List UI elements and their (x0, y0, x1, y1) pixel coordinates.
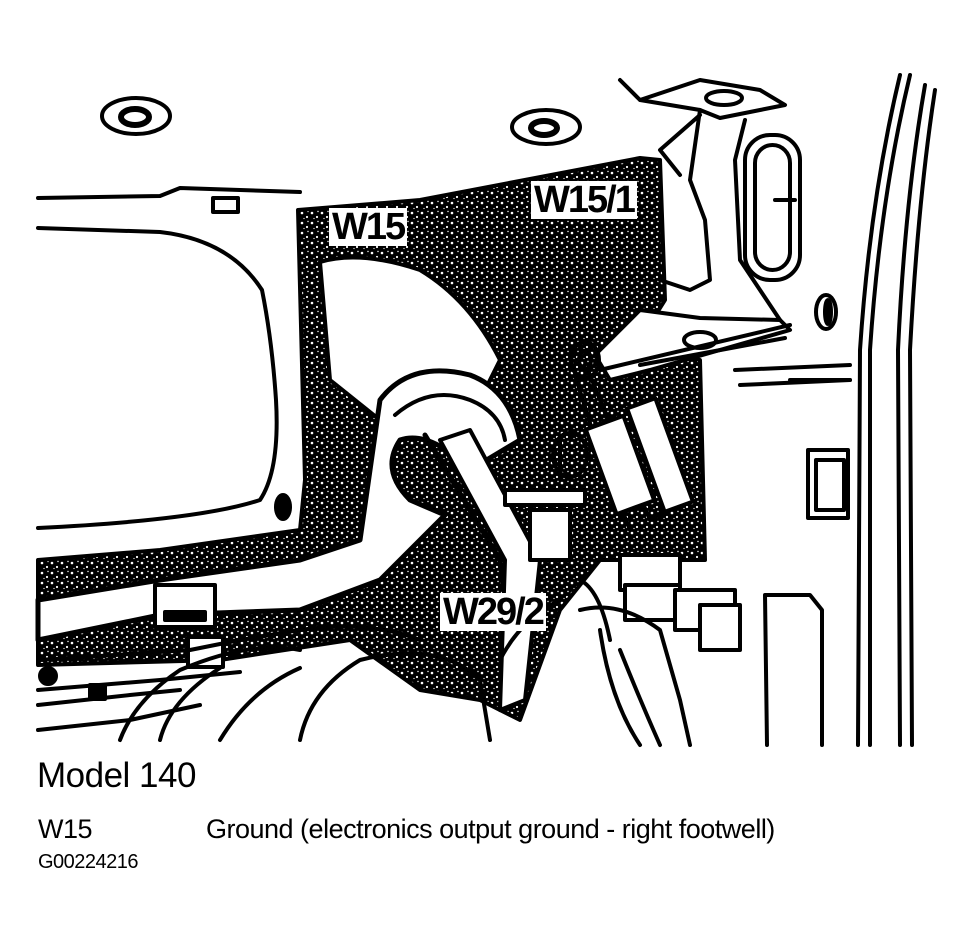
legend-description: Ground (electronics output ground - righ… (206, 814, 775, 844)
ground-location-illustration: W15 W15/1 W29/2 (35, 73, 937, 747)
screw-center (510, 108, 582, 146)
caption-title: Model 140 (37, 756, 196, 795)
line-drawing (35, 73, 937, 747)
callout-w29-2: W29/2 (440, 593, 546, 631)
legend-row: W15 Ground (electronics output ground - … (38, 814, 775, 845)
callout-w15-1: W15/1 (531, 181, 637, 219)
legend-code: W15 (38, 814, 93, 844)
callout-w15: W15 (329, 208, 408, 246)
figure-id: G00224216 (38, 851, 139, 873)
screw-left (100, 96, 172, 136)
